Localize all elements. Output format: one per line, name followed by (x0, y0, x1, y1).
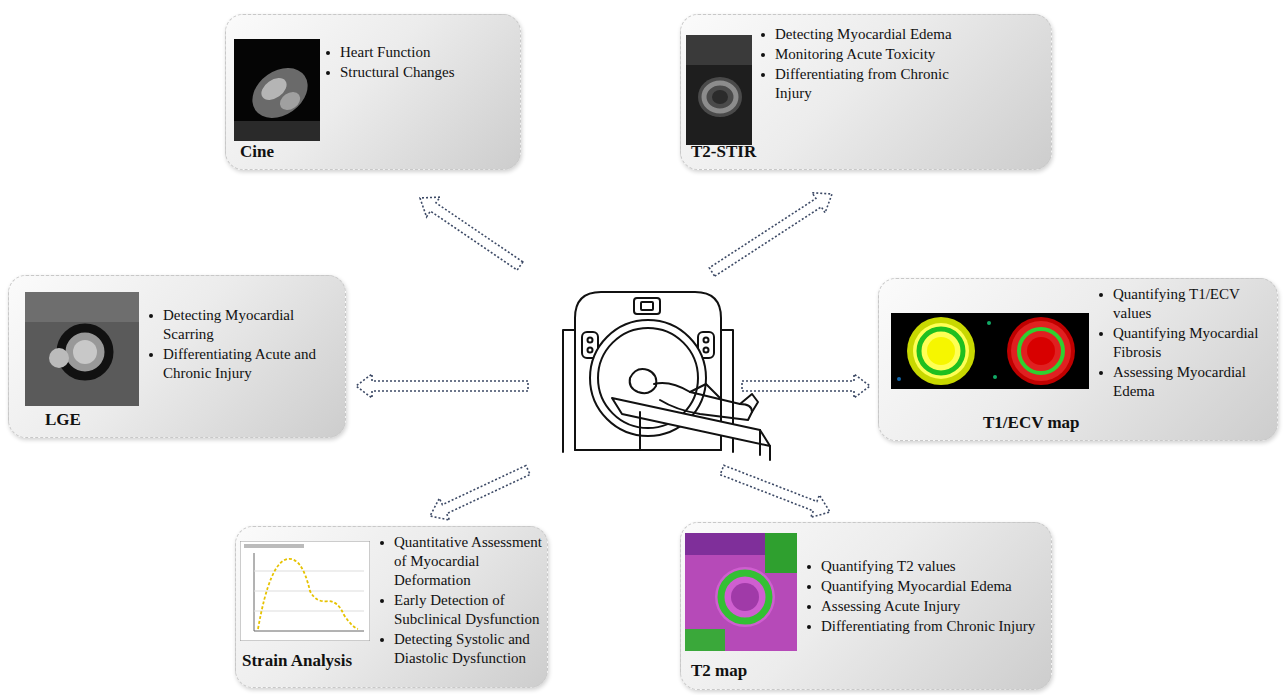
sequence-label: Strain Analysis (242, 651, 352, 671)
hollow-arrow (720, 465, 830, 517)
bullet-dot (807, 565, 811, 569)
hollow-arrow (709, 193, 832, 277)
mri-thumbnail (891, 313, 1089, 389)
bullet-item: Quantifying Myocardial Fibrosis (1099, 324, 1271, 362)
bullet-text: Quantifying Myocardial Edema (821, 577, 1012, 596)
bullet-list: Quantifying T2 valuesQuantifying Myocard… (807, 557, 1043, 637)
bullet-dot (149, 314, 153, 318)
hollow-arrows (356, 193, 870, 520)
bullet-text: Detecting Myocardial Edema (775, 25, 952, 44)
sequence-label: T2 map (691, 661, 747, 681)
mri-scanner (563, 292, 770, 460)
bullet-item: Monitoring Acute Toxicity (761, 45, 986, 64)
bullet-item: Quantifying T1/ECV values (1099, 285, 1271, 323)
hollow-arrow (742, 374, 870, 398)
bullet-item: Assessing Myocardial Edema (1099, 363, 1271, 401)
bullet-text: Differentiating from Chronic Injury (821, 617, 1035, 636)
bullet-dot (380, 599, 384, 603)
bullet-item: Heart Function (326, 43, 512, 62)
module-box: Quantitative Assessment of Myocardial De… (235, 526, 548, 688)
bullet-item: Detecting Myocardial Edema (761, 25, 986, 44)
bullet-text: Quantitative Assessment of Myocardial De… (394, 533, 542, 590)
sequence-label: T1/ECV map (983, 413, 1080, 433)
mri-thumbnail (25, 292, 139, 406)
bullet-list: Quantifying T1/ECV valuesQuantifying Myo… (1099, 285, 1271, 402)
bullet-list: Detecting Myocardial EdemaMonitoring Acu… (761, 25, 986, 104)
bullet-text: Differentiating Acute and Chronic Injury (163, 345, 335, 383)
bullet-list: Detecting Myocardial ScarringDifferentia… (149, 306, 335, 384)
sequence-label: Cine (240, 142, 274, 162)
mri-thumbnail (234, 39, 320, 141)
bullet-item: Early Detection of Subclinical Dysfuncti… (380, 591, 542, 629)
bullet-list: Quantitative Assessment of Myocardial De… (380, 533, 542, 669)
bullet-dot (1099, 371, 1103, 375)
bullet-dot (380, 638, 384, 642)
bullet-text: Structural Changes (340, 63, 455, 82)
bullet-text: Differentiating from Chronic Injury (775, 65, 986, 103)
bullet-item: Assessing Acute Injury (807, 597, 1043, 616)
hollow-arrow (420, 197, 523, 270)
bullet-item: Differentiating from Chronic Injury (761, 65, 986, 103)
bullet-text: Detecting Systolic and Diastolic Dysfunc… (394, 630, 542, 668)
bullet-dot (807, 625, 811, 629)
bullet-text: Monitoring Acute Toxicity (775, 45, 935, 64)
bullet-text: Assessing Acute Injury (821, 597, 960, 616)
bullet-item: Detecting Myocardial Scarring (149, 306, 335, 344)
bullet-dot (807, 585, 811, 589)
bullet-text: Early Detection of Subclinical Dysfuncti… (394, 591, 542, 629)
bullet-item: Quantifying Myocardial Edema (807, 577, 1043, 596)
bullet-dot (761, 73, 765, 77)
bullet-dot (326, 71, 330, 75)
mri-thumbnail (240, 541, 370, 641)
bullet-text: Heart Function (340, 43, 430, 62)
bullet-text: Quantifying Myocardial Fibrosis (1113, 324, 1271, 362)
bullet-item: Structural Changes (326, 63, 512, 82)
hollow-arrow (430, 466, 530, 521)
bullet-dot (1099, 332, 1103, 336)
bullet-text: Quantifying T1/ECV values (1113, 285, 1271, 323)
hollow-arrow (356, 374, 528, 398)
module-box: Detecting Myocardial EdemaMonitoring Acu… (680, 14, 1052, 170)
bullet-item: Differentiating Acute and Chronic Injury (149, 345, 335, 383)
bullet-list: Heart FunctionStructural Changes (326, 43, 512, 83)
bullet-dot (149, 353, 153, 357)
bullet-item: Detecting Systolic and Diastolic Dysfunc… (380, 630, 542, 668)
mri-thumbnail (685, 533, 797, 651)
bullet-text: Assessing Myocardial Edema (1113, 363, 1271, 401)
sequence-label: T2-STIR (691, 142, 756, 162)
bullet-dot (761, 33, 765, 37)
bullet-item: Quantitative Assessment of Myocardial De… (380, 533, 542, 590)
bullet-dot (807, 605, 811, 609)
bullet-text: Detecting Myocardial Scarring (163, 306, 335, 344)
mri-thumbnail (686, 35, 752, 145)
module-box: Quantifying T2 valuesQuantifying Myocard… (680, 522, 1052, 690)
bullet-dot (380, 541, 384, 545)
bullet-dot (326, 51, 330, 55)
module-box: Detecting Myocardial ScarringDifferentia… (8, 275, 346, 438)
bullet-item: Differentiating from Chronic Injury (807, 617, 1043, 636)
module-box: Quantifying T1/ECV valuesQuantifying Myo… (878, 278, 1278, 441)
bullet-dot (761, 53, 765, 57)
bullet-text: Quantifying T2 values (821, 557, 956, 576)
module-box: Heart FunctionStructural ChangesCine (225, 14, 521, 170)
sequence-label: LGE (45, 410, 81, 430)
bullet-item: Quantifying T2 values (807, 557, 1043, 576)
bullet-dot (1099, 293, 1103, 297)
